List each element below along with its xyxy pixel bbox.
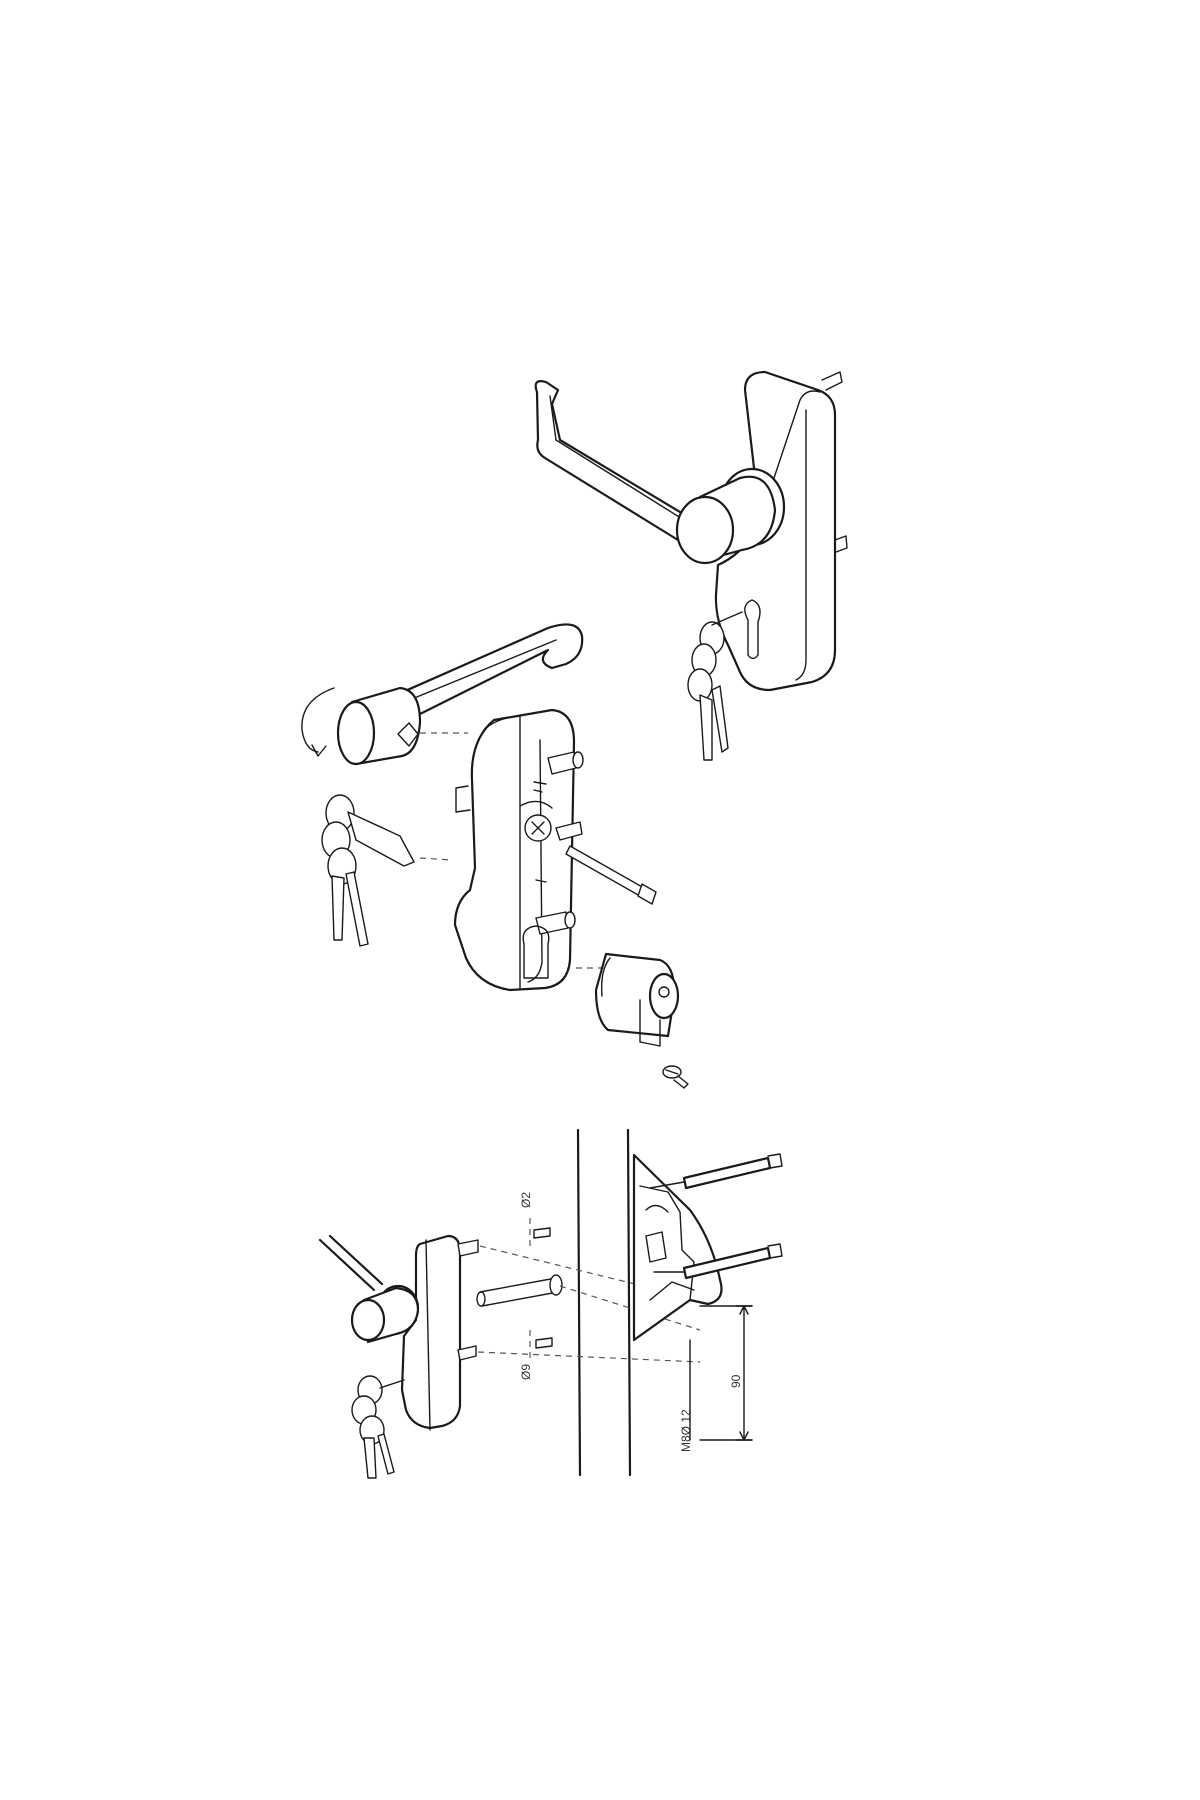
dim-bottom-hole-label: Ø9 (519, 1364, 533, 1380)
mounted-keys (351, 1375, 405, 1479)
profile-cylinder (594, 952, 680, 1047)
assembled-handle-unit (534, 370, 848, 761)
lever-arm (534, 380, 692, 542)
through-spindle (479, 1277, 559, 1307)
dim-spacing-label: 90 (729, 1374, 743, 1388)
rear-plate (632, 1153, 723, 1342)
exploded-view (301, 623, 689, 1089)
long-screw (565, 845, 645, 897)
gate-profile-left (576, 1128, 582, 1477)
gate-profile-right (626, 1128, 632, 1477)
dim-thread-label: M8Ø 12 (679, 1409, 693, 1452)
loose-keys (321, 794, 453, 947)
small-screw (662, 1065, 689, 1089)
keys-in-cylinder (687, 611, 743, 761)
cylinder-keyhole (744, 599, 761, 660)
lever-hub-square-bore (336, 700, 376, 766)
lever-hub (675, 495, 735, 565)
mounting-screw-top (682, 1156, 772, 1190)
mounting-diagram: Ø2 Ø9 M8Ø 12 90 (318, 1128, 783, 1479)
spindle-pin (555, 821, 583, 841)
housing-open-backplate (453, 708, 576, 992)
rotation-arrow-icon (301, 687, 335, 753)
mounted-handle-body (400, 1234, 462, 1430)
dim-top-hole-label: Ø2 (519, 1192, 533, 1208)
